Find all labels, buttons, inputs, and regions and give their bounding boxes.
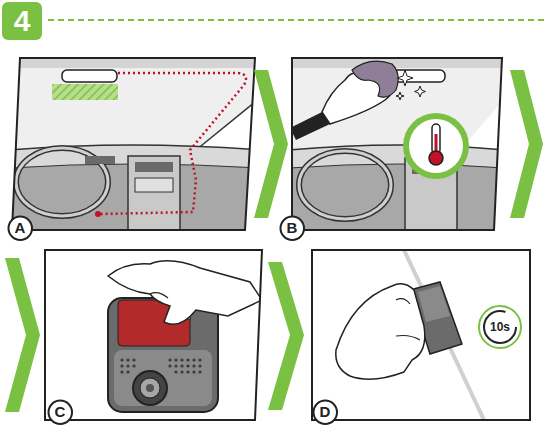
- letter-circle-outline: [313, 400, 337, 424]
- node-label: 10s: [490, 321, 510, 333]
- panel-b: [290, 58, 505, 232]
- letter-circle-outline: [8, 216, 32, 240]
- node-label: C: [55, 404, 66, 419]
- letter-circle-outline: [280, 216, 304, 240]
- panel-d: [312, 250, 530, 420]
- node-label: 4: [14, 6, 31, 36]
- step-letter: A: [7, 215, 34, 242]
- node-label: D: [320, 404, 331, 419]
- timer-arc: [484, 311, 516, 343]
- letter-circle-outline: [48, 400, 72, 424]
- step-letter: D: [312, 399, 339, 426]
- panel-a: [10, 58, 260, 232]
- step-badge: 4: [2, 2, 42, 40]
- panel-c: [45, 250, 262, 420]
- step-chevrons: [5, 70, 543, 412]
- step-letter: B: [279, 215, 306, 242]
- timer-outer: [479, 306, 521, 348]
- step-letter: C: [47, 399, 74, 426]
- dashed-rule: [48, 19, 546, 21]
- timer-badge: 10s: [481, 308, 519, 346]
- node-label: A: [15, 220, 26, 235]
- node-label: B: [287, 220, 298, 235]
